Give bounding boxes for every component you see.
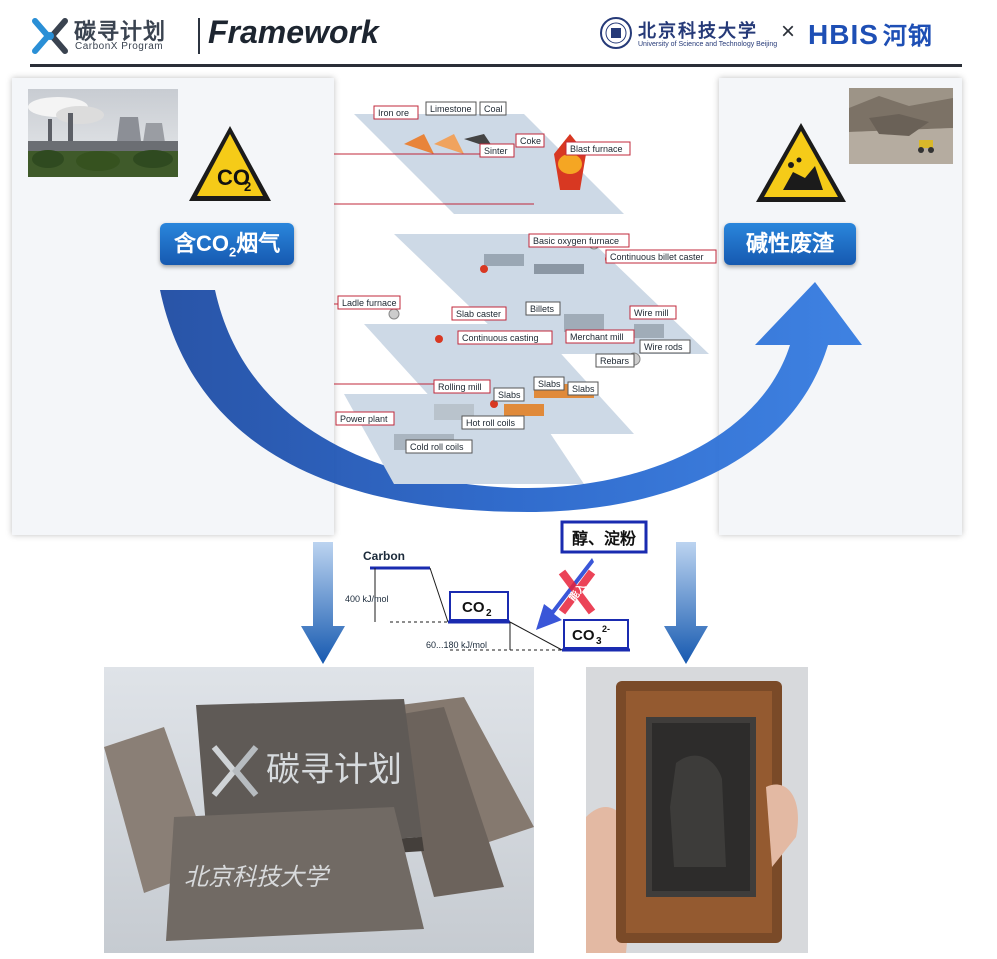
products-box — [560, 520, 648, 554]
energy-level-diagram: Carbon 400 kJ/mol CO 2 60...180 kJ/mol C… — [345, 520, 648, 652]
down-arrow-right-icon — [664, 542, 708, 664]
energy-gap-60-180: 60...180 kJ/mol — [426, 640, 487, 650]
university-seal-icon — [600, 17, 632, 49]
header-rule — [30, 64, 962, 67]
co2-to-co3-line — [509, 621, 563, 651]
co3-label: CO — [572, 627, 595, 644]
label-limestone: Limestone — [430, 104, 472, 114]
co3-box — [563, 619, 629, 649]
down-arrow-left-icon — [301, 542, 345, 664]
label-hot-roll-coils: Hot roll coils — [466, 418, 516, 428]
label-wire-rods: Wire rods — [644, 342, 683, 352]
label-coal: Coal — [484, 104, 503, 114]
label-ladle-furnace: Ladle furnace — [342, 298, 397, 308]
energy-gap-400: 400 kJ/mol — [345, 594, 389, 604]
label-basic-oxygen-furnace: Basic oxygen furnace — [533, 236, 619, 246]
slag-heap-photo — [849, 88, 953, 164]
label-blast-furnace: Blast furnace — [570, 144, 623, 154]
label-wire-mill: Wire mill — [634, 308, 669, 318]
carbon-to-co2-line — [429, 567, 449, 623]
brand-name-cn: 碳寻计划 — [74, 20, 167, 45]
label-sinter: Sinter — [484, 146, 508, 156]
co2-label: CO — [462, 599, 485, 616]
steel-plant-diagram: Iron ore Limestone Coal Coke Sinter Blas… — [334, 101, 717, 484]
co2-box — [449, 591, 509, 621]
energy-input-arrow — [536, 558, 594, 630]
label-rebars: Rebars — [600, 356, 630, 366]
label-slabs-1: Slabs — [538, 379, 561, 389]
label-coke: Coke — [520, 136, 541, 146]
products-label: 醇、淀粉 — [572, 529, 636, 548]
label-continuous-billet-caster: Continuous billet caster — [610, 252, 704, 262]
brick-university-text: 北京科技大学 — [184, 863, 331, 891]
label-slabs-3: Slabs — [498, 390, 521, 400]
co3-subscript: 3 — [596, 636, 602, 647]
university-name-cn: 北京科技大学 — [638, 21, 758, 42]
label-merchant-mill: Merchant mill — [570, 332, 624, 342]
label-continuous-casting: Continuous casting — [462, 333, 539, 343]
label-slabs-2: Slabs — [572, 384, 595, 394]
label-iron-ore: Iron ore — [378, 108, 409, 118]
collaboration-x: × — [781, 18, 796, 45]
page-title: Framework — [208, 14, 379, 50]
university-name-en: University of Science and Technology Bei… — [638, 41, 778, 48]
framed-relief-photo — [586, 667, 808, 953]
co2-warning-icon: CO 2 — [189, 126, 271, 201]
brand-name-en: CarbonX Program — [75, 41, 164, 52]
header-separator — [198, 18, 200, 54]
carbonx-logo-icon — [32, 18, 68, 54]
plant-labels: Iron ore Limestone Coal Coke Sinter Blas… — [335, 101, 717, 454]
svg-text:2: 2 — [244, 179, 251, 194]
label-cold-roll-coils: Cold roll coils — [410, 442, 464, 452]
alkaline-slag-label: 碱性废渣 — [724, 223, 857, 265]
label-power-plant: Power plant — [340, 414, 388, 424]
label-slab-caster: Slab caster — [456, 309, 501, 319]
flue-gas-label: 含CO2烟气 — [160, 223, 295, 265]
carbonized-brick-photo: 碳寻计划 北京科技大学 — [104, 667, 534, 953]
co3-charge: 2- — [602, 624, 610, 634]
label-billets: Billets — [530, 304, 555, 314]
svg-text:CO: CO — [217, 165, 250, 190]
brick-logo-text: 碳寻计划 — [266, 750, 402, 790]
blocked-cross-icon — [558, 569, 596, 615]
slag-warning-icon — [756, 123, 846, 202]
carbon-level-label: Carbon — [363, 549, 405, 563]
label-rolling-mill: Rolling mill — [438, 382, 482, 392]
co2-subscript: 2 — [486, 608, 492, 619]
steel-plant-photo — [28, 89, 178, 177]
